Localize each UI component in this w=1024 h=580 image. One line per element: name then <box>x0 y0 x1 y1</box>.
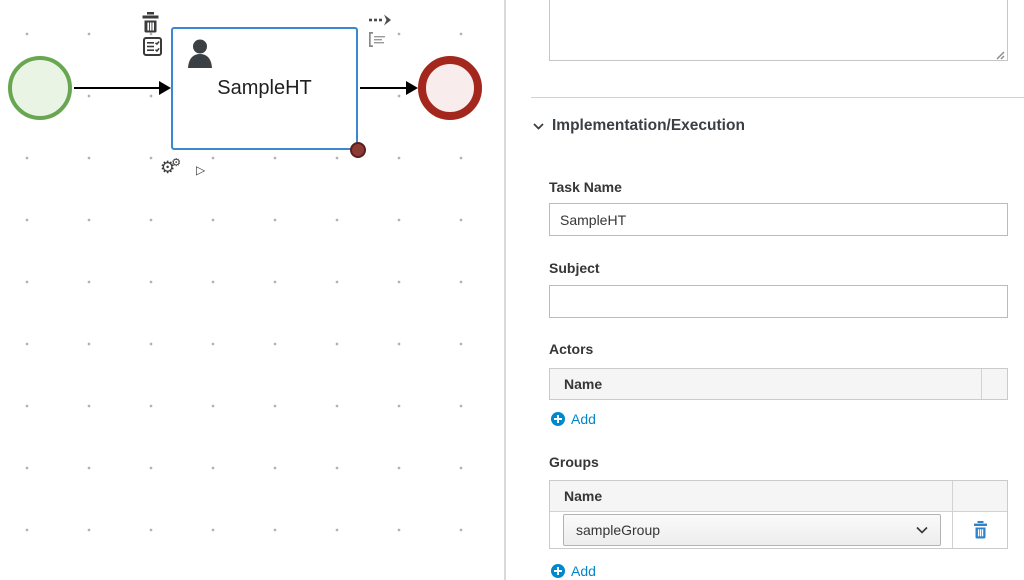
groups-add-label: Add <box>571 563 596 579</box>
groups-label: Groups <box>549 454 599 470</box>
groups-select-value: sampleGroup <box>576 522 661 538</box>
chevron-down-icon <box>533 122 544 130</box>
groups-table-header: Name <box>550 481 1007 511</box>
sequence-flow-1-arrowhead <box>159 81 171 95</box>
section-implementation-execution[interactable]: Implementation/Execution <box>533 117 745 135</box>
groups-actions-column <box>952 481 1007 511</box>
user-task-icon <box>185 38 215 75</box>
subject-label: Subject <box>549 260 600 276</box>
subject-input[interactable] <box>549 285 1008 318</box>
create-connection-icon[interactable] <box>368 14 392 26</box>
plus-circle-icon <box>551 564 565 578</box>
groups-table: Name sampleGroup <box>549 480 1008 549</box>
task-node-sampleht[interactable]: SampleHT <box>171 27 358 150</box>
gears-icon[interactable]: ⚙⚙ <box>160 156 182 178</box>
trash-icon[interactable] <box>141 12 160 33</box>
sequence-flow-2-arrowhead <box>406 81 418 95</box>
create-node-icon[interactable] <box>367 31 389 48</box>
diagram-canvas[interactable]: SampleHT <box>0 0 506 580</box>
actors-name-column-header: Name <box>564 376 603 392</box>
start-event-node[interactable] <box>8 56 72 120</box>
actors-actions-column <box>981 369 1007 399</box>
sequence-flow-2[interactable] <box>360 87 407 89</box>
groups-row-name-cell: sampleGroup <box>550 512 952 548</box>
textarea-resize-grip[interactable] <box>994 47 1005 65</box>
sequence-flow-1[interactable] <box>74 87 160 89</box>
play-icon[interactable]: ▷ <box>196 163 206 177</box>
delete-group-button[interactable] <box>971 519 990 541</box>
groups-row-actions-cell <box>952 512 1007 548</box>
plus-circle-icon <box>551 412 565 426</box>
section-divider <box>531 97 1024 98</box>
end-event-node[interactable] <box>418 56 482 120</box>
actors-add-button[interactable]: Add <box>551 411 596 427</box>
actors-table: Name <box>549 368 1008 400</box>
groups-table-row: sampleGroup <box>550 511 1007 548</box>
actors-add-label: Add <box>571 411 596 427</box>
panel-textarea[interactable] <box>549 0 1008 61</box>
form-icon[interactable] <box>143 37 162 56</box>
groups-select[interactable]: sampleGroup <box>563 514 941 546</box>
groups-add-button[interactable]: Add <box>551 563 596 579</box>
groups-name-column-header: Name <box>564 488 603 504</box>
section-title: Implementation/Execution <box>552 117 745 134</box>
trash-icon <box>973 521 987 539</box>
task-node-label: SampleHT <box>217 76 312 99</box>
connection-magnet-dot[interactable] <box>350 142 366 158</box>
task-name-label: Task Name <box>549 179 622 195</box>
select-chevron-down-icon <box>916 526 928 534</box>
task-name-input[interactable] <box>549 203 1008 236</box>
actors-label: Actors <box>549 341 594 357</box>
actors-table-header: Name <box>550 369 1007 399</box>
